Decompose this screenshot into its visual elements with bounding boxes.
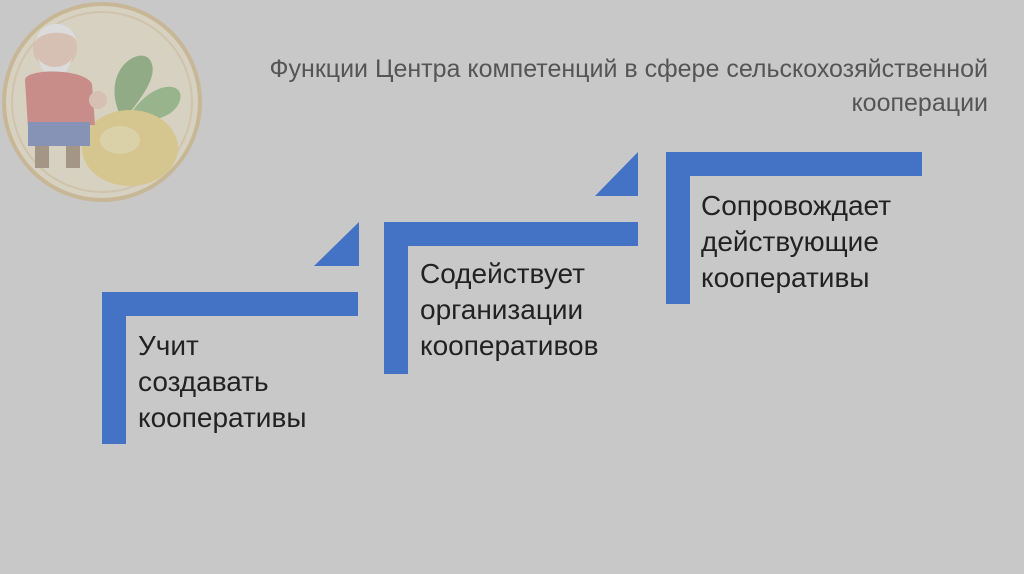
- step-1-arrow-triangle: [314, 222, 359, 266]
- step-3-line-3: кооперативы: [701, 262, 870, 293]
- step-1-line-1: Учит: [138, 330, 199, 361]
- step-3-vertical-bar: [666, 152, 690, 304]
- step-2-line-1: Содействует: [420, 258, 585, 289]
- slide-title: Функции Центра компетенций в сфере сельс…: [228, 52, 988, 120]
- step-1-text: Учит создавать кооперативы: [138, 328, 306, 436]
- grandfather-turnip-logo: [2, 2, 202, 202]
- step-3-horizontal-bar: [666, 152, 922, 176]
- step-3-line-1: Сопровождает: [701, 190, 892, 221]
- step-1-vertical-bar: [102, 292, 126, 444]
- step-1-line-3: кооперативы: [138, 402, 307, 433]
- step-2-line-3: кооперативов: [420, 330, 599, 361]
- step-2-vertical-bar: [384, 222, 408, 374]
- step-2-arrow-triangle: [595, 152, 638, 196]
- step-2-horizontal-bar: [384, 222, 638, 246]
- step-2-line-2: организации: [420, 294, 584, 325]
- slide-title-line-1: Функции Центра компетенций в сфере сельс…: [269, 55, 988, 83]
- slide-title-line-2: кооперации: [851, 89, 988, 117]
- step-1-horizontal-bar: [102, 292, 358, 316]
- step-3-text: Сопровождает действующие кооперативы: [701, 188, 891, 296]
- step-2-text: Содействует организации кооперативов: [420, 256, 598, 364]
- step-1-line-2: создавать: [138, 366, 269, 397]
- step-3-line-2: действующие: [701, 226, 879, 257]
